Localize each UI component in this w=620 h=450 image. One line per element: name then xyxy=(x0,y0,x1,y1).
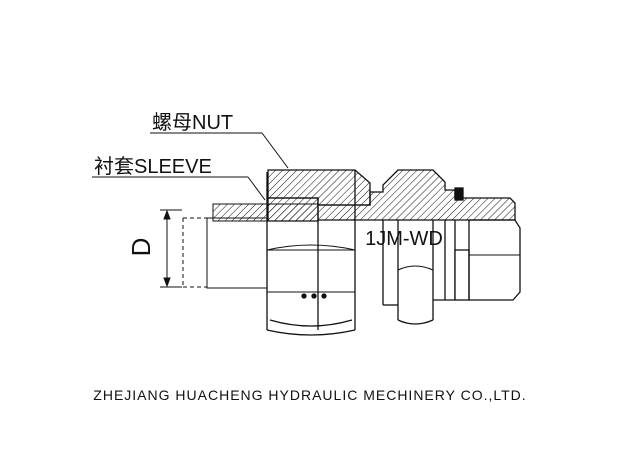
tube xyxy=(182,217,268,289)
nut-leader xyxy=(150,132,289,169)
company-footer: ZHEJIANG HUACHENG HYDRAULIC MECHINERY CO… xyxy=(93,387,526,403)
sleeve-leader xyxy=(92,176,266,201)
nut xyxy=(266,169,371,336)
part-code-label: 1JM-WD xyxy=(365,228,443,250)
dimension-d xyxy=(160,209,182,288)
nut-label: 螺母NUT xyxy=(152,111,233,134)
dimension-d-label: D xyxy=(126,238,156,257)
sleeve-label: 衬套SLEEVE xyxy=(94,155,212,178)
body xyxy=(317,169,521,330)
